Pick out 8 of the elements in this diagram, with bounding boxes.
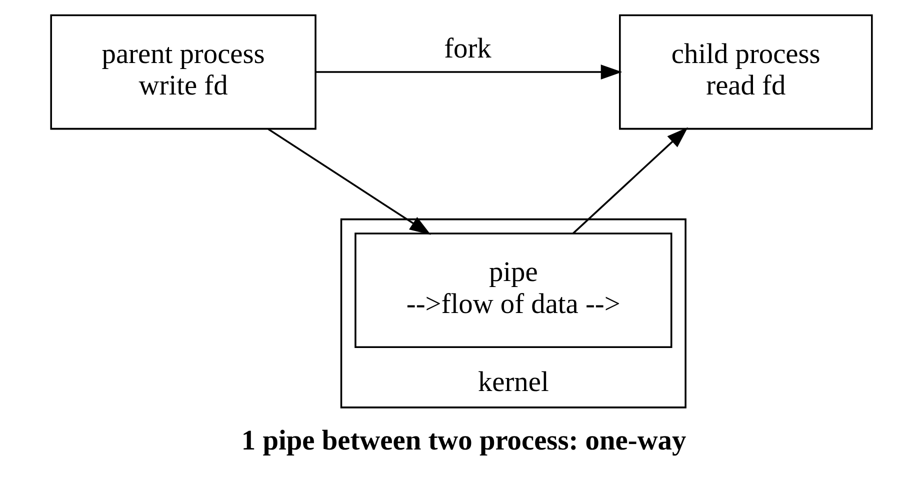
edge-label: fork xyxy=(444,33,492,64)
node-box: child process read fd xyxy=(619,14,873,130)
arrow xyxy=(572,127,688,234)
node-box: parent process write fd xyxy=(50,14,316,130)
node-box: pipe -->flow of data --> xyxy=(354,232,672,348)
arrow xyxy=(268,128,431,235)
caption: 1 pipe between two process: one-way xyxy=(241,426,686,457)
arrow xyxy=(316,64,622,80)
